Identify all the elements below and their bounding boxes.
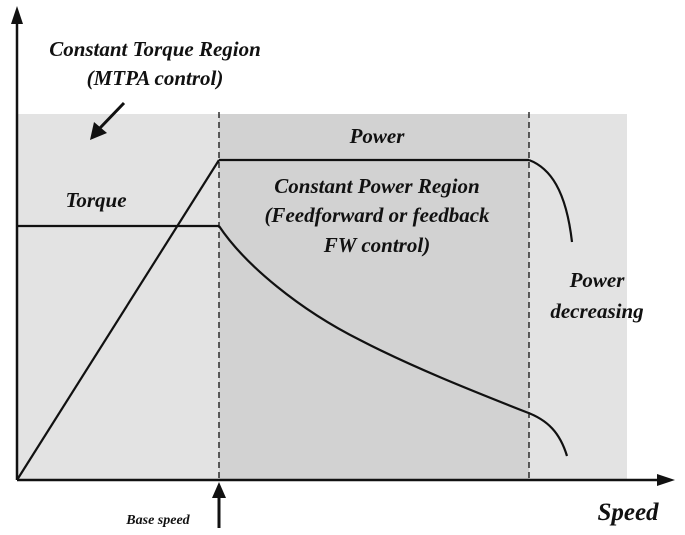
constant-power-region-line3: FW control) bbox=[323, 233, 430, 257]
power-curve-decreasing bbox=[528, 158, 574, 243]
torque-label: Torque bbox=[65, 188, 126, 212]
x-axis-label: Speed bbox=[597, 499, 659, 526]
x-axis-arrowhead bbox=[657, 474, 675, 486]
base-speed-label: Base speed bbox=[125, 513, 190, 528]
constant-torque-region-title-line1: Constant Torque Region bbox=[49, 37, 261, 61]
power-decreasing-line2: decreasing bbox=[550, 299, 643, 323]
power-decreasing-region-background bbox=[529, 114, 627, 480]
power-label: Power bbox=[349, 124, 406, 148]
base-speed-marker-arrowhead bbox=[212, 482, 226, 498]
power-decreasing-line1: Power bbox=[569, 268, 626, 292]
torque-curve-falling bbox=[218, 225, 569, 457]
power-curve-rising bbox=[16, 159, 220, 481]
constant-torque-region-background bbox=[17, 114, 219, 480]
constant-power-region-line2: (Feedforward or feedback bbox=[264, 203, 490, 227]
y-axis-arrowhead bbox=[11, 6, 23, 24]
constant-power-region-line1: Constant Power Region bbox=[274, 174, 479, 198]
constant-torque-pointer-arrowhead bbox=[90, 122, 107, 140]
constant-power-region-background bbox=[219, 114, 529, 480]
constant-torque-region-title-line2: (MTPA control) bbox=[87, 66, 224, 90]
constant-torque-pointer-arrow bbox=[97, 101, 126, 131]
